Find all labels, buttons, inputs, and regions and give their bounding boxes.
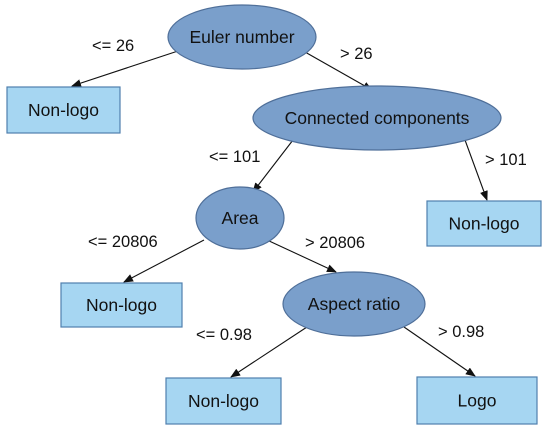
decision-node-aspect: Aspect ratio	[282, 271, 426, 337]
edge-label-connected-gt: > 101	[485, 151, 527, 169]
edges	[71, 50, 488, 378]
decision-node-shape	[282, 271, 426, 337]
edge-euler-gt	[304, 51, 373, 91]
leaf-node-euler-le: Non-logo	[6, 86, 121, 134]
edge-labels: <= 26 > 26 <= 101 > 101 <= 20806 > 20806…	[88, 37, 527, 344]
leaf-node-shape	[6, 86, 121, 134]
leaf-node-shape	[165, 377, 282, 425]
edge-area-gt	[266, 239, 337, 273]
edge-aspect-le	[230, 326, 308, 378]
leaf-node-area-le: Non-logo	[60, 282, 183, 328]
edge-label-euler-le: <= 26	[92, 37, 134, 55]
decision-node-label: Connected components	[285, 108, 470, 128]
leaf-node-aspect-gt: Logo	[416, 376, 538, 425]
edge-label-aspect-le: <= 0.98	[196, 326, 252, 344]
decision-node-euler: Euler number	[167, 4, 317, 70]
leaf-node-shape	[60, 282, 183, 328]
decision-node-area: Area	[195, 186, 285, 250]
leaf-node-shape	[416, 376, 538, 425]
decision-node-connected: Connected components	[252, 85, 502, 151]
leaf-node-label: Logo	[458, 391, 497, 411]
decision-node-label: Aspect ratio	[308, 294, 400, 314]
edge-area-le	[123, 239, 205, 283]
leaf-node-aspect-le: Non-logo	[165, 377, 282, 425]
edge-label-area-le: <= 20806	[88, 233, 158, 251]
decision-node-shape	[252, 85, 502, 151]
leaf-node-shape	[426, 200, 542, 247]
edge-label-area-gt: > 20806	[305, 234, 365, 252]
edge-label-euler-gt: > 26	[340, 45, 373, 63]
edge-aspect-gt	[403, 326, 476, 377]
decision-node-label: Euler number	[189, 27, 294, 47]
leaf-node-label: Non-logo	[188, 391, 259, 411]
leaf-node-label: Non-logo	[448, 214, 519, 234]
decision-node-shape	[167, 4, 317, 70]
leaf-node-label: Non-logo	[28, 100, 99, 120]
edge-label-aspect-gt: > 0.98	[438, 323, 484, 341]
edge-connected-gt	[464, 139, 488, 201]
decision-node-shape	[195, 186, 285, 250]
edge-connected-le	[252, 139, 294, 193]
edge-label-connected-le: <= 101	[209, 148, 260, 166]
decision-node-label: Area	[222, 208, 259, 228]
leaf-node-label: Non-logo	[86, 295, 157, 315]
edge-euler-le	[71, 50, 179, 87]
leaf-node-connected-gt: Non-logo	[426, 200, 542, 247]
